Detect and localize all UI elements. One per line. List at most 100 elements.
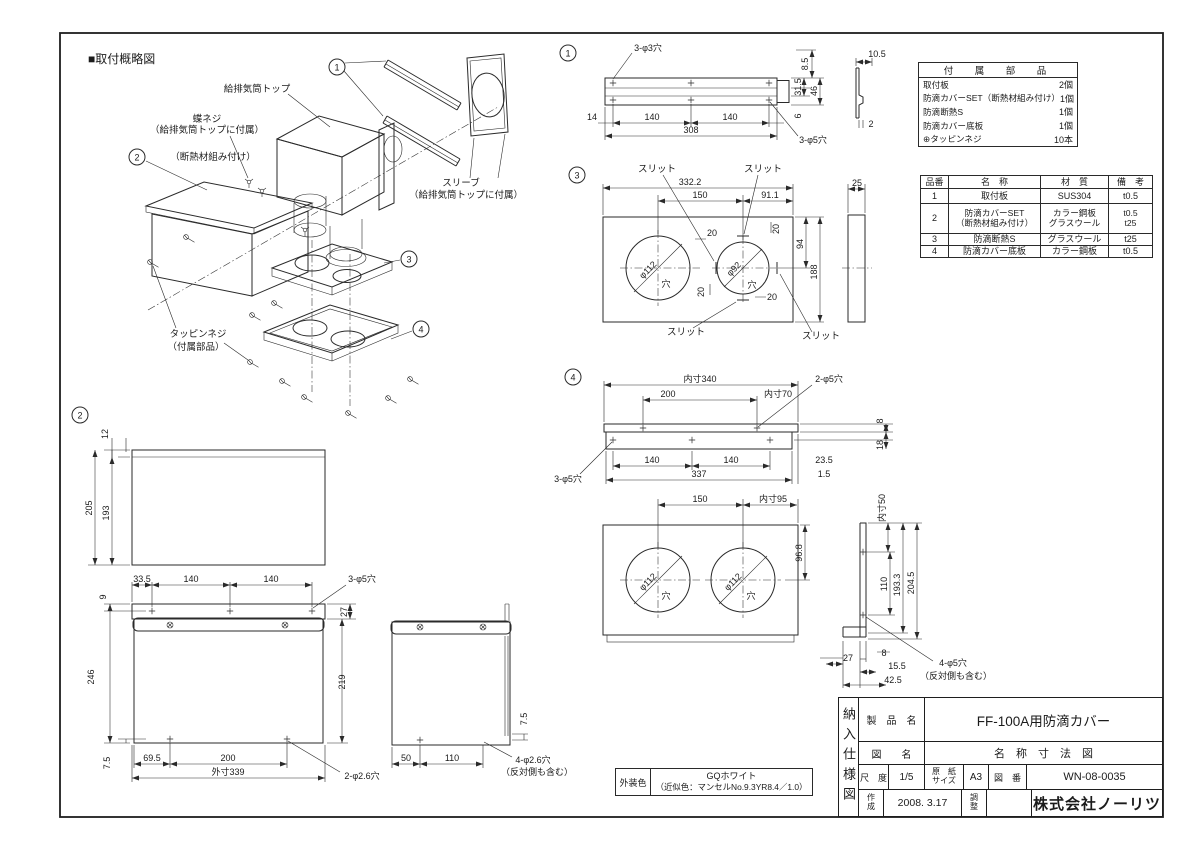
part-material: カラー鋼板 — [1040, 245, 1109, 258]
dim-337: 337 — [691, 469, 706, 479]
dim-110b: 110 — [445, 753, 459, 763]
balloon-3-label: 3 — [406, 255, 411, 265]
dim-219: 219 — [337, 674, 347, 689]
dim-69_5: 69.5 — [143, 753, 161, 763]
drawing-4-balloon — [564, 368, 582, 386]
part-material: グラスウール — [1040, 233, 1109, 246]
dim-20a: 20 — [707, 228, 717, 238]
exploded-view: 1 給排気筒トップ 蝶ネジ （給排気筒トップに付属） 2 （断熱材組み付け） ス… — [128, 53, 523, 419]
dim-7_5a: 7.5 — [102, 757, 112, 770]
accessory-row: 防滴カバー底板 1個 — [919, 119, 1077, 133]
dim-150: 150 — [692, 190, 707, 200]
dim-25: 25 — [852, 178, 862, 188]
parts-row: 3 防滴断熱S グラスウール t25 — [920, 233, 1153, 246]
dim-140a: 140 — [644, 112, 659, 122]
parts-row: 4 防滴カバー底板 カラー鋼板 t0.5 — [920, 245, 1153, 258]
paper-size-label-line2: サイズ — [932, 776, 956, 786]
adjust-label: 調 整 — [962, 790, 987, 816]
paper-size-label: 原 紙 サイズ — [925, 765, 964, 790]
part-name: 取付板 — [948, 188, 1041, 204]
doc-type-label: 納入仕様図 — [839, 698, 859, 816]
accessory-qty: 1個 — [1058, 121, 1073, 132]
part-material-line2: グラスウール — [1048, 217, 1101, 228]
drip-insulation-plate — [270, 243, 394, 296]
created-label-line2: 成 — [867, 802, 875, 812]
dim-140c: 140 — [644, 455, 659, 465]
screw-icon — [147, 234, 419, 419]
exterior-color-value: GQホワイト （近似色：マンセルNo.9.3YR8.4／1.0） — [651, 769, 812, 795]
dim-94: 94 — [795, 239, 805, 249]
dim-2: 2 — [868, 119, 873, 129]
drawing-1-balloon — [559, 44, 577, 62]
drawing-2: 2 12 205 193 33.5 140 140 3-φ5穴 9 27 246 — [71, 406, 573, 782]
company-name: 株式会社ノーリツ — [1032, 795, 1161, 813]
dim-332_2: 332.2 — [679, 177, 702, 187]
label-wing-screw-note: （給排気筒トップに付属） — [150, 124, 264, 136]
accessory-name: 防滴カバーSET（断熱材組み付け） — [923, 93, 1061, 104]
dim-23_5: 23.5 — [815, 455, 833, 465]
dim-14: 14 — [587, 112, 597, 122]
drawing-name-label: 図 名 — [859, 742, 925, 765]
dim-12: 12 — [100, 429, 110, 439]
part-name-line2: （断熱材組み付け） — [955, 217, 1034, 228]
accessories-title: 付 属 部 品 — [919, 63, 1077, 78]
part-no: 4 — [920, 245, 949, 258]
parts-header-row: 品番 名 称 材 質 備 考 — [920, 175, 1153, 189]
flue-top-unit — [275, 115, 403, 267]
dim-193_3: 193.3 — [892, 574, 902, 597]
part-note-line2: t25 — [1124, 217, 1137, 228]
dim-150b: 150 — [692, 494, 707, 504]
hole-note-4xd5: 4-φ5穴 — [939, 657, 967, 668]
label-slit-tr: スリット — [744, 164, 782, 175]
drip-cover-box — [144, 181, 314, 297]
dim-46: 46 — [809, 86, 819, 96]
exterior-color-munsell: （近似色：マンセルNo.9.3YR8.4／1.0） — [655, 782, 808, 793]
dim-188: 188 — [809, 264, 819, 279]
dim-42_5: 42.5 — [884, 675, 902, 685]
hole-note-2xd26: 2-φ2.6穴 — [344, 770, 379, 781]
dim-140e: 140 — [183, 574, 198, 584]
dim-20c: 20 — [696, 287, 706, 297]
dim-18: 18 — [875, 440, 885, 450]
mounting-rail-2 — [382, 115, 461, 167]
adjust-label-line2: 整 — [970, 802, 978, 812]
balloon-1-label: 1 — [334, 63, 339, 73]
balloon-1 — [328, 58, 346, 76]
drawing-name-value: 名 称 寸 法 図 — [994, 748, 1093, 761]
balloon-3 — [400, 250, 418, 268]
sleeve-plate — [466, 53, 509, 137]
dim-246: 246 — [86, 669, 96, 684]
hole-label-l: 穴 — [661, 278, 670, 289]
label-slit-tl: スリット — [638, 164, 676, 175]
dim-140b: 140 — [722, 112, 737, 122]
balloon-2 — [128, 148, 146, 166]
dim-20b: 20 — [771, 224, 781, 234]
scale-label: 尺 度 — [859, 765, 889, 790]
accessory-row: 防滴断熱S 1個 — [919, 105, 1077, 119]
adjust-label-line1: 調 — [970, 793, 978, 803]
accessories-table: 付 属 部 品 取付板 2個 防滴カバーSET（断熱材組み付け） 1個 防滴断熱… — [918, 62, 1078, 147]
drawing-3-balloon — [568, 166, 586, 184]
part-note: t0.5 — [1108, 245, 1153, 258]
label-slit-br: スリット — [802, 331, 840, 342]
drawing-1: 1 3-φ3穴 3-φ5穴 14 140 140 308 8.5 31.5 46… — [559, 42, 886, 145]
dim-200b: 200 — [220, 753, 235, 763]
mounting-rail-1 — [383, 59, 462, 111]
parts-header-note: 備 考 — [1108, 175, 1153, 189]
label-tapping-screw-note: （付属部品） — [167, 341, 224, 353]
part-no: 3 — [920, 233, 949, 246]
part-name: 防滴カバーSET （断熱材組み付け） — [948, 203, 1041, 234]
hole-dia-112: φ112 — [637, 259, 658, 280]
part-material: カラー鋼板 グラスウール — [1040, 203, 1109, 234]
parts-header-no: 品番 — [920, 175, 949, 189]
label-tapping-screw: タッピンネジ — [170, 329, 227, 340]
dim-in50: 内寸50 — [876, 494, 887, 522]
dim-1_5: 1.5 — [818, 469, 831, 479]
dim-339: 外寸339 — [211, 766, 244, 777]
accessory-name: 取付板 — [923, 79, 949, 90]
dim-in95: 内寸95 — [759, 493, 787, 504]
part-note: t25 — [1108, 233, 1153, 246]
part-no: 1 — [920, 188, 949, 204]
balloon-4 — [412, 320, 430, 338]
parts-header-name: 名 称 — [948, 175, 1041, 189]
